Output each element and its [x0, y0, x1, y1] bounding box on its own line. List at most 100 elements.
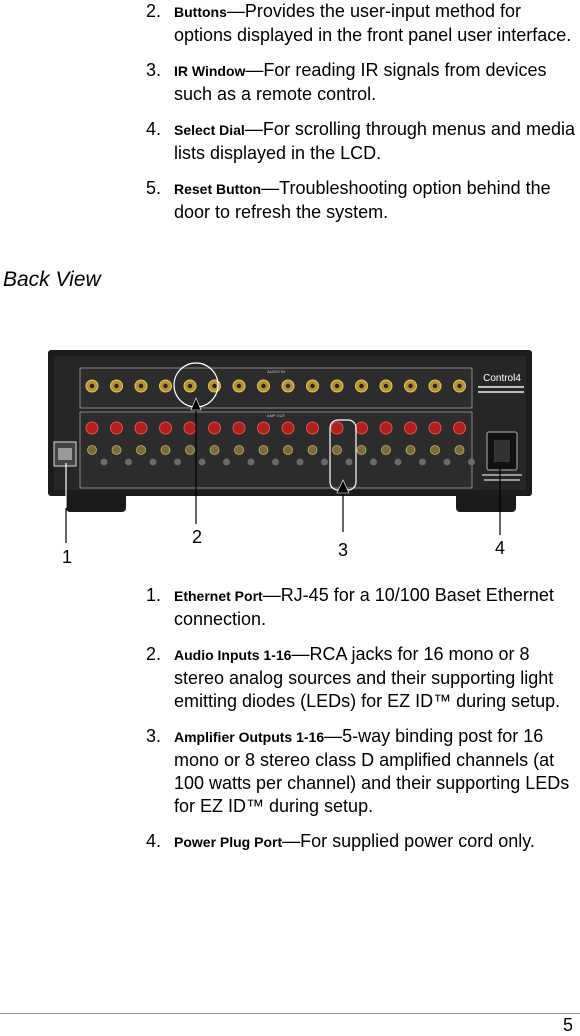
rca-jack-center [138, 383, 144, 389]
rca-jack-center [334, 383, 340, 389]
binding-post-red [232, 421, 246, 435]
rca-jack-center [261, 383, 266, 389]
item-term: Amplifier Outputs 1-16 [174, 729, 325, 745]
binding-post-red [85, 421, 99, 435]
led-indicator [321, 458, 328, 466]
binding-post-black [430, 445, 440, 455]
rca-jack-center [163, 383, 168, 389]
rca-jack-center [432, 383, 438, 389]
back-view-list: 1. Ethernet Port—RJ-45 for a 10/100 Base… [146, 584, 578, 854]
back-view-figure: AUDIO IN AMP OUT Control4 1 2 3 4 [48, 350, 532, 567]
item-term: Select Dial [174, 122, 245, 138]
led-indicator [198, 458, 206, 466]
led-indicator [174, 458, 181, 466]
list-item: 3. IR Window—For reading IR signals from… [146, 59, 578, 106]
label-line [478, 386, 524, 388]
list-item: 4. Select Dial—For scrolling through men… [146, 118, 578, 165]
binding-post-black [136, 445, 146, 455]
list-item: 2. Audio Inputs 1-16—RCA jacks for 16 mo… [146, 643, 578, 713]
list-item: 1. Ethernet Port—RJ-45 for a 10/100 Base… [146, 584, 578, 631]
label-line [478, 391, 524, 393]
binding-post-black [209, 445, 220, 455]
arrow-icon [190, 397, 202, 411]
panel-label: AUDIO IN [267, 369, 285, 374]
binding-post-black [111, 445, 122, 455]
led-indicator [223, 458, 230, 466]
rca-jack-center [89, 383, 95, 389]
item-number: 5. [146, 178, 162, 198]
item-number: 4. [146, 831, 162, 851]
rca-jack-center [310, 383, 315, 389]
led-indicator [272, 458, 279, 466]
amp-label: AMP OUT [267, 413, 286, 418]
label-line [484, 479, 520, 481]
item-term: Buttons [174, 4, 227, 20]
rca-jack-row [85, 379, 466, 393]
item-number: 2. [146, 1, 162, 21]
item-number: 4. [146, 119, 162, 139]
rca-jack-center [285, 383, 291, 389]
item-description: —Troubleshooting option behind the door … [174, 178, 551, 222]
led-indicator [125, 458, 132, 466]
power-socket [494, 440, 510, 462]
label-line [482, 474, 522, 476]
binding-post-red [404, 421, 417, 435]
binding-post-black [356, 445, 367, 455]
binding-post-black [160, 445, 171, 455]
led-indicator [394, 458, 402, 466]
binding-post-black [405, 445, 416, 455]
binding-post-black [258, 445, 269, 455]
led-indicator [345, 458, 353, 466]
led-indicator [419, 458, 426, 466]
rca-jack-center [114, 383, 119, 389]
list-item: 2. Buttons—Provides the user-input metho… [146, 0, 578, 47]
item-number: 3. [146, 60, 162, 80]
rca-jack-center [383, 383, 389, 389]
binding-post-black [332, 445, 342, 455]
binding-post-red [183, 421, 197, 435]
rca-jack-center [212, 383, 217, 389]
footer-rule [0, 1013, 580, 1014]
item-description: —RCA jacks for 16 mono or 8 stereo analo… [174, 644, 561, 711]
binding-post-red [159, 421, 172, 435]
binding-post-red [355, 421, 368, 435]
callout-number: 4 [495, 538, 505, 558]
rca-jack-center [187, 383, 193, 389]
item-description: —For scrolling through menus and media l… [174, 119, 575, 163]
binding-post-red [110, 421, 123, 435]
binding-post-black [381, 445, 391, 455]
led-indicator [149, 458, 157, 466]
front-view-list: 2. Buttons—Provides the user-input metho… [146, 0, 578, 224]
binding-post-black [283, 445, 293, 455]
item-term: Ethernet Port [174, 588, 263, 604]
led-indicator [100, 458, 108, 466]
ethernet-jack [58, 448, 72, 460]
binding-post-red [306, 421, 319, 435]
binding-post-black [307, 445, 318, 455]
callout-number: 2 [192, 527, 202, 547]
binding-post-red [208, 421, 221, 435]
item-description: —RJ-45 for a 10/100 Baset Ethernet conne… [174, 585, 554, 629]
binding-post-rows [85, 421, 475, 466]
item-term: IR Window [174, 63, 246, 79]
item-number: 3. [146, 726, 162, 746]
item-description: —For reading IR signals from devices suc… [174, 60, 547, 104]
binding-post-red [134, 421, 148, 435]
page-number: 5 [562, 1015, 573, 1035]
led-indicator [468, 458, 475, 466]
binding-post-black [234, 445, 244, 455]
item-description: —Provides the user-input method for opti… [174, 1, 572, 45]
list-item: 4. Power Plug Port—For supplied power co… [146, 830, 578, 854]
binding-post-black [87, 445, 97, 455]
item-description: —5-way binding post for 16 mono or 8 ste… [174, 726, 570, 816]
binding-post-red [257, 421, 270, 435]
rca-jack-center [408, 383, 413, 389]
item-term: Audio Inputs 1-16 [174, 647, 292, 663]
led-indicator [370, 458, 377, 466]
item-term: Power Plug Port [174, 834, 283, 850]
led-indicator [247, 458, 255, 466]
binding-post-black [185, 445, 195, 455]
led-indicator [296, 458, 304, 466]
binding-post-red [379, 421, 393, 435]
binding-post-red [453, 421, 466, 435]
